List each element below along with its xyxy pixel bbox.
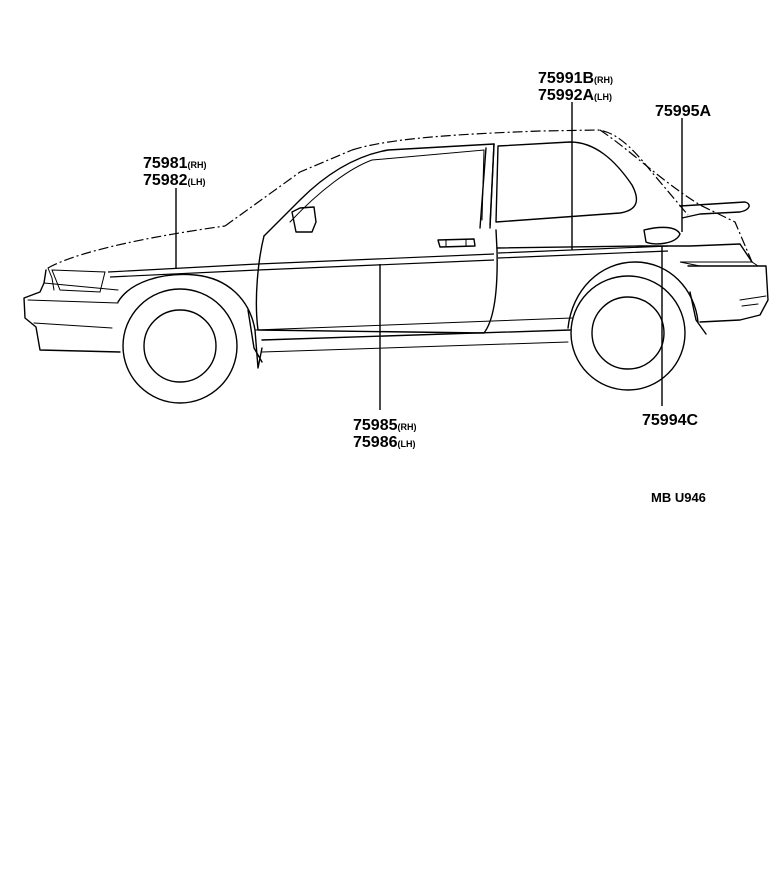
headlamp (51, 269, 106, 293)
figure-code: MB U946 (651, 490, 706, 505)
svg-text:75986(LH): 75986(LH) (353, 434, 416, 451)
front-wheel-arch (117, 273, 263, 369)
side-moldings (107, 245, 669, 278)
rear-mud-flap (689, 291, 707, 335)
door-handle-detail (445, 239, 467, 247)
part-side-75991B: (RH) (594, 75, 613, 85)
rear-bumper (687, 265, 769, 323)
b-pillar (479, 143, 495, 229)
side-mirror (291, 206, 317, 233)
rocker-panel (261, 329, 571, 341)
windshield-line (224, 149, 353, 227)
part-number-75986: 75986 (353, 434, 398, 451)
car-body-outline (23, 129, 769, 369)
front-tire (122, 288, 238, 404)
grille-line (47, 267, 55, 291)
part-number-75985: 75985 (353, 417, 398, 434)
part-number-75992A: 75992A (538, 87, 594, 104)
fuel-lid (643, 226, 681, 245)
door-window-frame (263, 143, 495, 237)
label-75991B-group: 75991B(RH) 75992A(LH) (538, 70, 613, 104)
roof-line (351, 129, 689, 216)
hood-line (47, 225, 226, 269)
part-side-75986: (LH) (398, 439, 416, 449)
door-outline (255, 229, 498, 334)
part-side-75992A: (LH) (594, 92, 612, 102)
front-mud-flap (247, 309, 263, 363)
front-wheel (122, 288, 238, 404)
rear-wheel (570, 275, 686, 391)
rear-quarter-window (495, 141, 638, 223)
rear-spoiler (679, 201, 750, 219)
part-number-75982: 75982 (143, 172, 188, 189)
quarter-molding (497, 245, 669, 259)
svg-text:75985(RH): 75985(RH) (353, 417, 417, 434)
part-number-75995A: 75995A (655, 103, 711, 120)
part-side-75981: (RH) (188, 160, 207, 170)
rear-bumper-detail (739, 295, 767, 307)
front-rim (143, 309, 217, 383)
front-bumper (23, 269, 121, 353)
rear-wheel-arch (567, 261, 699, 329)
part-number-75981: 75981 (143, 155, 188, 172)
door-handle (437, 238, 476, 248)
rear-tire (570, 275, 686, 391)
svg-text:75981(RH): 75981(RH) (143, 155, 207, 172)
rear-hatch-line (599, 129, 753, 263)
label-75981-group: 75981(RH) 75982(LH) (143, 155, 207, 189)
door-window-inner (289, 149, 485, 223)
front-fender-molding (107, 263, 259, 278)
rear-quarter-panel (496, 243, 753, 263)
part-side-75985: (RH) (398, 422, 417, 432)
label-75985-group: 75985(RH) 75986(LH) (353, 417, 417, 451)
part-number-75994C: 75994C (642, 412, 698, 429)
door-molding (257, 253, 495, 271)
front-bumper-detail (27, 282, 119, 329)
rocker-panel-lower (254, 317, 573, 353)
rear-rim (591, 296, 665, 370)
part-side-75982: (LH) (188, 177, 206, 187)
part-number-75991B: 75991B (538, 70, 594, 87)
svg-text:75982(LH): 75982(LH) (143, 172, 206, 189)
svg-text:75992A(LH): 75992A(LH) (538, 87, 612, 104)
svg-text:75991B(RH): 75991B(RH) (538, 70, 613, 87)
